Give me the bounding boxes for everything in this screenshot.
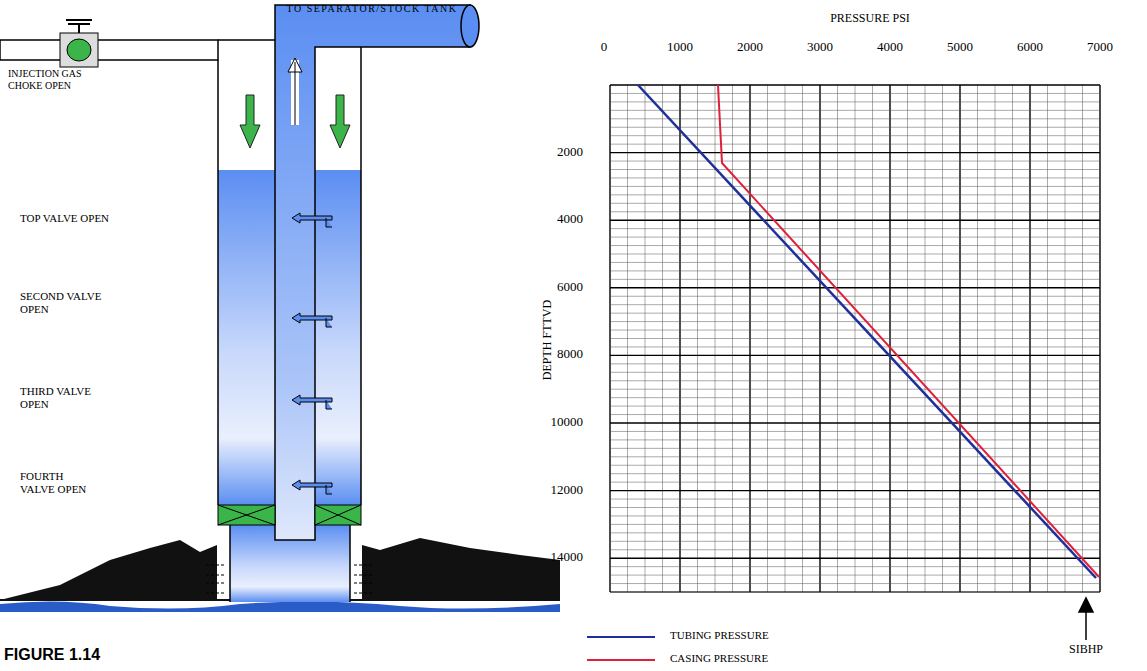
grid-line — [610, 558, 1100, 559]
legend-line — [587, 659, 655, 661]
axis-label: 8000 — [557, 347, 583, 362]
grid-line — [610, 203, 1100, 204]
part-label: INJECTION GAS CHOKE OPEN — [8, 68, 108, 91]
grid-line — [610, 363, 1100, 364]
grid-line — [610, 110, 1100, 111]
grid-line — [610, 583, 1100, 584]
axis-label: 10000 — [551, 415, 584, 430]
part-label: THIRD VALVE OPEN — [20, 385, 100, 410]
grid-line — [610, 397, 1100, 398]
grid-line — [610, 456, 1100, 457]
gas-lift-valve — [292, 480, 332, 494]
grid-line — [610, 549, 1100, 550]
grid-line — [610, 380, 1100, 381]
grid-line — [610, 237, 1100, 238]
gas-lift-valve — [292, 213, 332, 227]
legend-line — [587, 636, 655, 638]
gas-lift-valve — [292, 313, 332, 327]
grid-line — [610, 228, 1100, 229]
legend-text: CASING PRESSURE — [670, 652, 768, 665]
grid-line — [610, 127, 1100, 128]
axis-label: 2000 — [737, 40, 763, 55]
grid-line — [610, 448, 1100, 449]
grid-line — [610, 93, 1100, 94]
grid-line — [610, 389, 1100, 390]
grid-line — [610, 414, 1100, 415]
axis-label: 3000 — [807, 40, 833, 55]
part-label: TO SEPARATOR/STOCK TANK — [287, 3, 458, 15]
grid-line — [610, 490, 1100, 491]
grid-line — [610, 575, 1100, 576]
grid-line — [610, 152, 1100, 153]
part-label: SECOND VALVE OPEN — [20, 290, 120, 315]
grid-line — [610, 254, 1100, 255]
grid-line — [610, 101, 1100, 102]
axis-label: 7000 — [1087, 40, 1113, 55]
grid-line — [610, 355, 1100, 356]
figure-caption: FIGURE 1.14 — [4, 646, 100, 664]
grid-line — [610, 482, 1100, 483]
grid-line — [610, 296, 1100, 297]
axis-label: 12000 — [551, 483, 584, 498]
grid-line — [610, 321, 1100, 322]
grid-line — [610, 186, 1100, 187]
grid-line — [610, 161, 1100, 162]
grid-line — [610, 169, 1100, 170]
grid-line — [610, 194, 1100, 195]
grid-line — [610, 304, 1100, 305]
grid-line — [610, 245, 1100, 246]
axis-label: 4000 — [557, 212, 583, 227]
grid-line — [610, 144, 1100, 145]
grid-line — [610, 372, 1100, 373]
grid-line — [610, 515, 1100, 516]
part-label: FOURTH VALVE OPEN — [20, 470, 100, 495]
axis-label: 14000 — [551, 550, 584, 565]
grid-line — [610, 591, 1100, 592]
axis-label: 6000 — [1017, 40, 1043, 55]
grid-line — [610, 118, 1100, 119]
grid-line — [610, 211, 1100, 212]
grid-line — [610, 431, 1100, 432]
axis-label: 4000 — [877, 40, 903, 55]
gas-lift-valve — [292, 395, 332, 409]
grid-line — [610, 270, 1100, 271]
grid-line — [610, 313, 1100, 314]
grid-line — [610, 219, 1100, 220]
grid-line — [610, 524, 1100, 525]
grid-line — [610, 84, 1100, 85]
axis-label: 5000 — [947, 40, 973, 55]
axis-label: SIBHP — [1069, 643, 1103, 657]
grid-line — [610, 287, 1100, 288]
grid-line — [610, 177, 1100, 178]
grid-line — [610, 406, 1100, 407]
axis-label: 6000 — [557, 280, 583, 295]
grid-line — [610, 465, 1100, 466]
grid-line — [610, 566, 1100, 567]
grid-line — [610, 338, 1100, 339]
legend-text: TUBING PRESSURE — [670, 629, 769, 642]
grid-line — [610, 592, 1100, 593]
grid-line — [610, 346, 1100, 347]
grid-line — [610, 473, 1100, 474]
grid-line — [610, 262, 1100, 263]
axis-label: 0 — [601, 40, 608, 55]
grid-line — [610, 532, 1100, 533]
part-label: TOP VALVE OPEN — [20, 212, 160, 225]
axis-label: 2000 — [557, 145, 583, 160]
grid-line — [610, 330, 1100, 331]
grid-line — [610, 439, 1100, 440]
axis-label: 1000 — [667, 40, 693, 55]
grid-line — [610, 507, 1100, 508]
grid-line — [610, 279, 1100, 280]
axis-label: PRESSURE PSI — [830, 12, 910, 26]
grid-line — [610, 422, 1100, 423]
grid-line — [610, 541, 1100, 542]
axis-label: DEPTH FTTVD — [541, 300, 555, 380]
